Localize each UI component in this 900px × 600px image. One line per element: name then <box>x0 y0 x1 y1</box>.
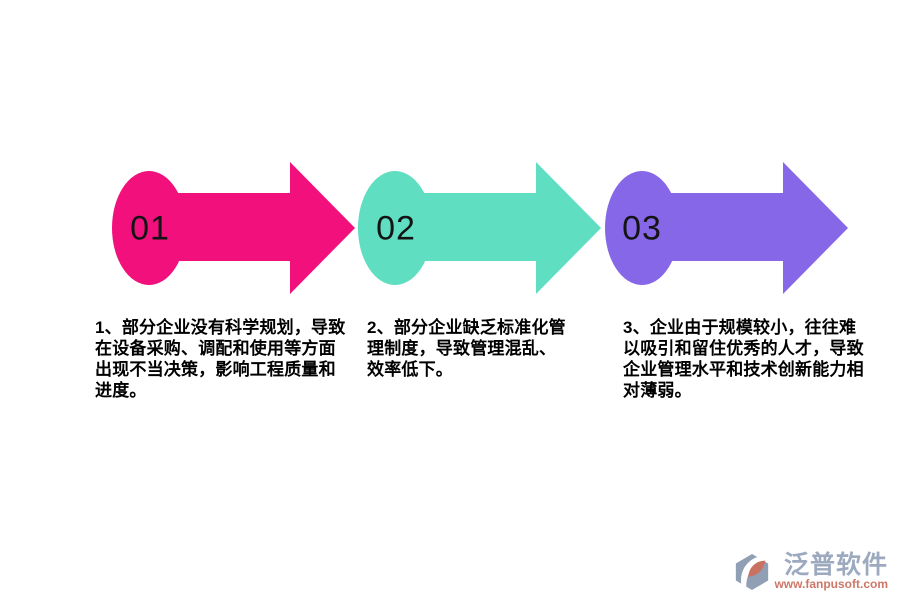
desc-line: 理制度，导致管理混乱、 <box>367 339 557 358</box>
watermark-url-text: www.fanpusoft.com <box>774 577 888 591</box>
watermark: 泛普软件 www.fanpusoft.com <box>733 552 888 591</box>
desc-line: 3、企业由于规模较小，往往难 <box>623 318 857 337</box>
step-ellipse <box>112 171 186 285</box>
desc-line: 进度。 <box>95 381 147 400</box>
watermark-brand-text: 泛普软件 <box>783 551 888 579</box>
arrow-head <box>783 162 848 294</box>
step-description-1: 1、部分企业没有科学规划，导致 在设备采购、调配和使用等方面 出现不当决策，影响… <box>95 317 357 401</box>
step-number-2: 02 <box>376 209 416 248</box>
step-number-1: 01 <box>130 209 170 248</box>
step-description-2: 2、部分企业缺乏标准化管 理制度，导致管理混乱、 效率低下。 <box>367 317 615 380</box>
desc-line: 企业管理水平和技术创新能力相 <box>623 360 864 379</box>
desc-line: 以吸引和留住优秀的人才，导致 <box>623 339 864 358</box>
desc-line: 1、部分企业没有科学规划，导致 <box>95 318 346 337</box>
arrow-head <box>290 162 355 294</box>
desc-line: 效率低下。 <box>367 360 453 379</box>
step-number-3: 03 <box>622 209 662 248</box>
desc-line: 出现不当决策，影响工程质量和 <box>95 360 336 379</box>
desc-line: 在设备采购、调配和使用等方面 <box>95 339 336 358</box>
step-ellipse <box>605 171 679 285</box>
step-arrow-shape-3 <box>605 162 848 294</box>
step-arrow-shape-2 <box>358 162 601 294</box>
step-arrow-shape-1 <box>112 162 355 294</box>
step-description-3: 3、企业由于规模较小，往往难 以吸引和留住优秀的人才，导致 企业管理水平和技术创… <box>623 317 887 401</box>
step-ellipse <box>358 171 432 285</box>
fanpu-logo-icon <box>736 553 769 591</box>
desc-line: 2、部分企业缺乏标准化管 <box>367 318 566 337</box>
desc-line: 对薄弱。 <box>623 381 692 400</box>
arrow-head <box>536 162 601 294</box>
logo-leaf <box>748 560 766 577</box>
